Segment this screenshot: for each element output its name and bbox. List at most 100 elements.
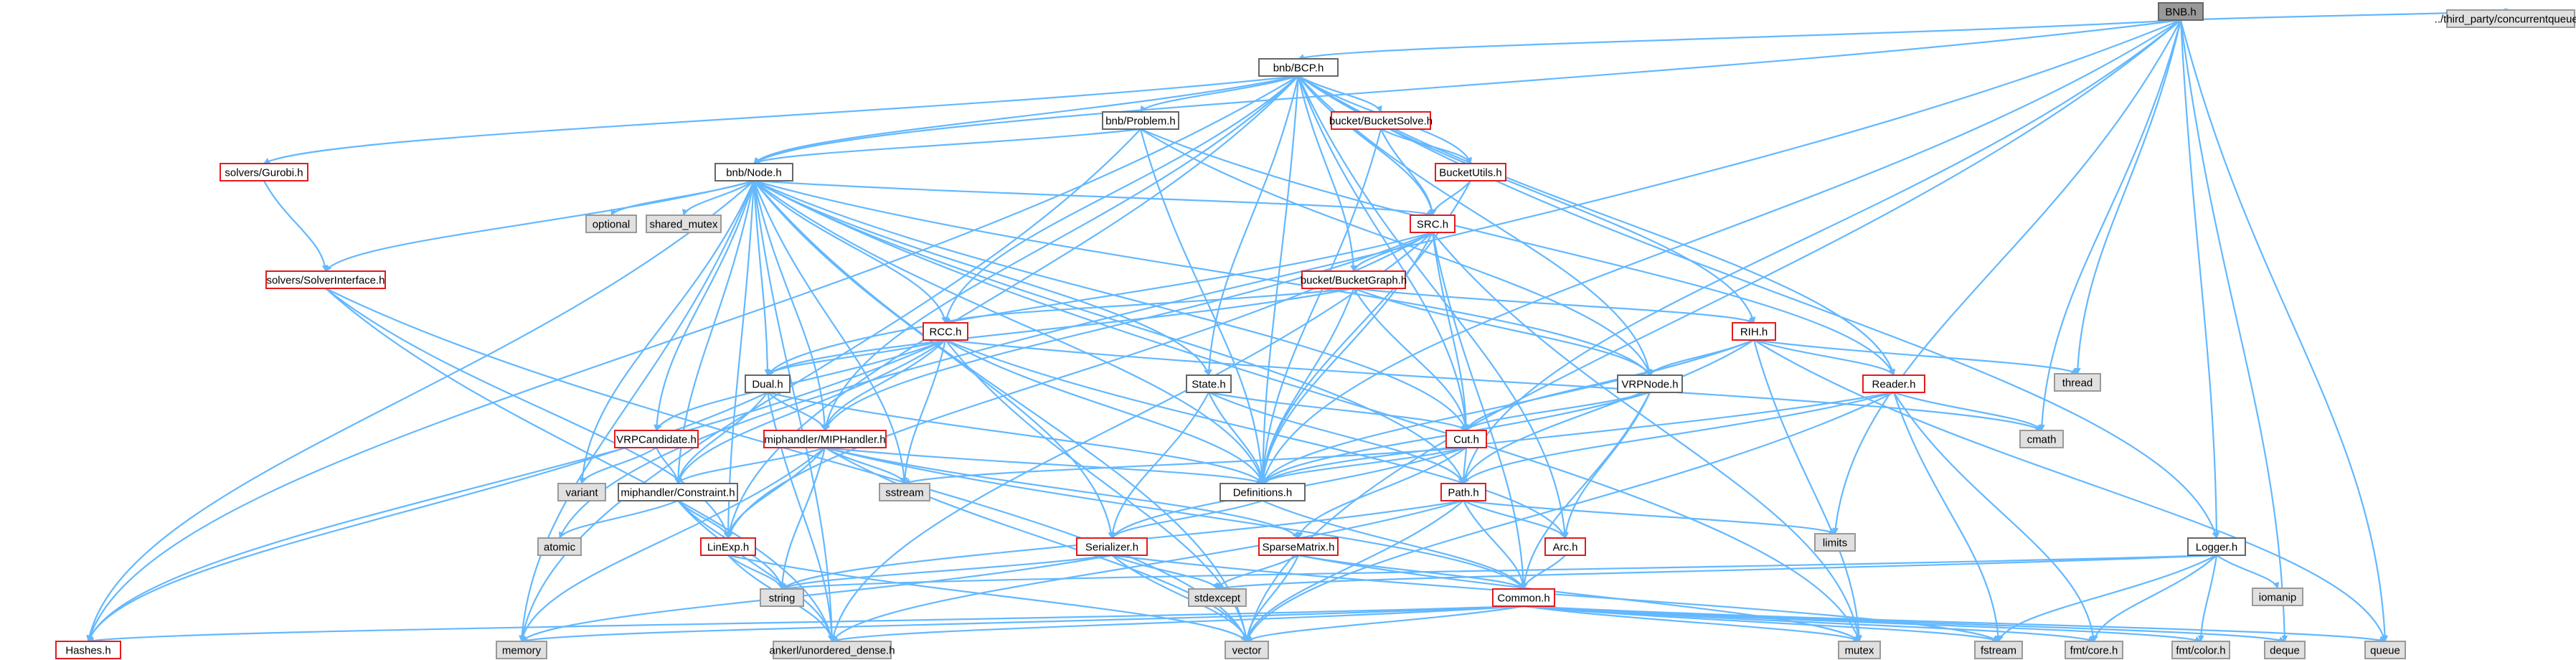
node-bucketsolve[interactable]: bucket/BucketSolve.h [1329,111,1433,130]
node-label: thread [2062,377,2093,390]
node-box [2158,2,2204,21]
node-label: solvers/Gurobi.h [225,167,303,179]
edge-common-to-memory [521,605,1524,644]
edge-bucketgraph-to-cut [1353,288,1469,431]
edge-bcp-to-rcc [943,75,1299,324]
node-miphandler[interactable]: miphandler/MIPHandler.h [763,430,887,448]
node-bnb[interactable]: BNB.h [2158,2,2204,21]
node-stdexcept: stdexcept [1188,588,1247,607]
edge-gurobi-to-solverinterface [263,180,329,272]
node-box [1544,537,1586,556]
node-label: optional [593,219,631,231]
edge-serializer-to-stdexcept [1111,554,1219,590]
edge-node-to-miphandler [752,180,829,431]
edge-common-to-mutex [1523,605,1860,642]
edge-miphandler-to-definitions [824,446,1263,484]
node-label: memory [502,645,542,657]
node-label: VRPNode.h [1621,379,1678,391]
node-gurobi[interactable]: solvers/Gurobi.h [220,163,308,182]
node-state[interactable]: State.h [1186,374,1232,393]
node-rcc[interactable]: RCC.h [923,322,968,341]
node-serializer[interactable]: Serializer.h [1076,537,1148,556]
edge-node-to-hashes [86,180,755,642]
node-box [1814,533,1856,552]
node-bucketutils[interactable]: BucketUtils.h [1435,163,1506,182]
edge-node-to-src [753,179,1433,217]
node-vrpnode[interactable]: VRPNode.h [1617,374,1683,393]
edge-miphandler-to-constraint [677,446,826,484]
node-atomic: atomic [537,537,582,556]
node-label: miphandler/Constraint.h [621,487,735,499]
node-limits: limits [1814,533,1856,552]
node-problem[interactable]: bnb/Problem.h [1102,111,1179,130]
node-solverinterface[interactable]: solvers/SolverInterface.h [265,270,386,289]
edge-arc-to-common [1521,555,1566,590]
node-arc[interactable]: Arc.h [1544,537,1586,556]
edge-rih-to-mutex [1752,339,1863,642]
edge-bnb-to-logger [2179,19,2220,539]
node-box [2364,641,2406,659]
node-vrpcandidate[interactable]: VRPCandidate.h [614,430,699,448]
node-definitions[interactable]: Definitions.h [1219,483,1306,501]
node-label: RCC.h [929,326,961,339]
edge-bnb-to-queue [2179,19,2389,642]
node-fmtcore: fmt/core.h [2065,641,2123,659]
edge-miphandler-to-common [824,446,1524,590]
node-linexp[interactable]: LinExp.h [700,537,756,556]
node-constraint[interactable]: miphandler/Constraint.h [618,483,738,501]
node-bcp[interactable]: bnb/BCP.h [1258,58,1339,77]
edge-node-to-mutex [753,180,1861,642]
edge-bucketgraph-to-definitions [1260,288,1355,484]
node-cmath: cmath [2019,430,2064,448]
edge-reader-to-path [1463,391,1895,484]
edge-rcc-to-miphandler [823,339,946,431]
edge-bcp-to-problem [1140,75,1299,113]
dependency-edges [86,8,2511,644]
edge-bnb-to-bcp [1298,19,2181,60]
node-dual[interactable]: Dual.h [745,374,791,393]
node-label: cmath [2027,434,2057,446]
node-box [1732,322,1776,341]
node-sparsematrix[interactable]: SparseMatrix.h [1258,537,1339,556]
edge-node-to-vrpnode [753,179,1651,376]
edge-vrpnode-to-definitions [1262,391,1651,484]
node-label: Cut.h [1453,434,1479,446]
node-box [618,483,738,501]
node-label: Hashes.h [65,645,110,657]
edge-bucketgraph-to-rcc [945,287,1354,324]
node-common[interactable]: Common.h [1492,588,1555,607]
node-box [2065,641,2123,659]
node-hashes[interactable]: Hashes.h [55,641,121,659]
node-rih[interactable]: RIH.h [1732,322,1776,341]
edge-dual-to-miphandler [767,392,827,431]
node-optional: optional [585,214,637,233]
node-box [773,641,892,659]
node-label: SRC.h [1417,219,1448,231]
node-logger[interactable]: Logger.h [2187,537,2246,556]
node-box [557,483,606,501]
edge-reader-to-cmath [1893,391,2042,431]
node-label: deque [2270,645,2300,657]
node-label: limits [1823,537,1847,550]
edge-node-to-solverinterface [325,179,755,272]
edge-common-to-fstream [1523,605,1999,642]
node-node[interactable]: bnb/Node.h [714,163,793,182]
node-box [1258,58,1339,77]
node-label: State.h [1192,379,1226,391]
edge-reader-to-fmtcore [1893,392,2097,642]
node-src[interactable]: SRC.h [1410,214,1456,233]
edge-src-to-ankerl [830,232,1433,642]
node-reader[interactable]: Reader.h [1862,374,1925,393]
edge-serializer-to-memory [521,554,1113,642]
node-box [1974,641,2023,659]
node-box [2446,9,2575,28]
edge-node-to-dual [752,180,771,376]
node-cut[interactable]: Cut.h [1445,430,1487,448]
edge-dual-to-definitions [767,391,1263,484]
node-path[interactable]: Path.h [1440,483,1486,501]
node-label: mutex [1845,645,1874,657]
node-label: RIH.h [1740,326,1768,339]
node-bucketgraph[interactable]: bucket/BucketGraph.h [1301,270,1407,289]
node-box [1410,214,1456,233]
